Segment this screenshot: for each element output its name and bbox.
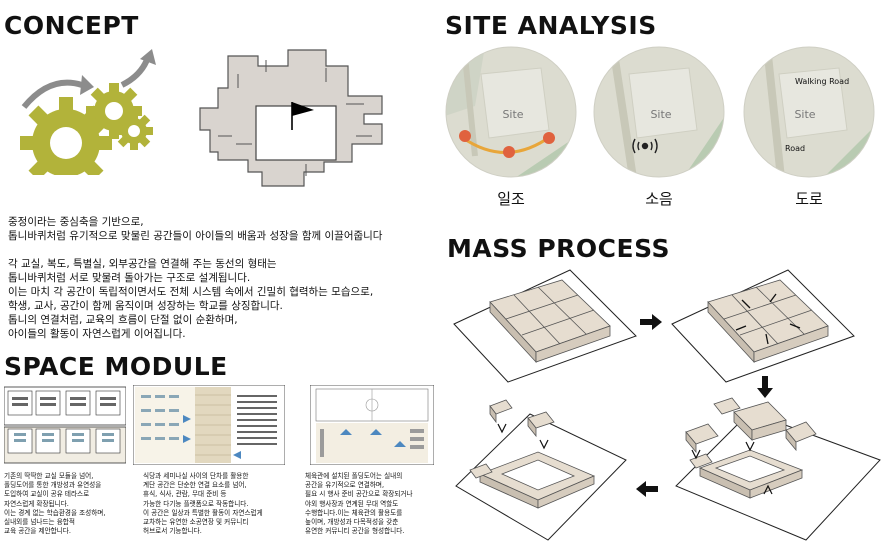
mass-final: [469, 451, 596, 509]
mass-block-grid: [707, 279, 829, 364]
text-line: 가능한 다기능 플랫폼으로 작동합니다.: [143, 499, 249, 508]
text-line: 수행합니다.이는 체육관의 활용도를: [305, 508, 403, 517]
caption-road: 도로: [795, 190, 823, 208]
curved-arrow-icon: [21, 79, 83, 109]
text-line: 이 공간은 일상과 특별한 활동이 자연스럽게: [143, 508, 263, 517]
text-line: 폴딩도어를 통한 개방성과 유연성을: [4, 481, 102, 490]
flow-arrows-icon: [183, 415, 241, 459]
floating-blocks: [489, 399, 555, 438]
sun-dot: [543, 132, 555, 144]
site-label: Site: [794, 108, 815, 121]
arrow-down-icon: [757, 376, 773, 398]
site-label: Site: [650, 108, 671, 121]
concept-plan-diagram: [199, 49, 383, 187]
text-line: 식당과 세미나실 사이의 단차를 활용한: [143, 472, 249, 480]
text-line: 유연한 커뮤니티 공간을 형성합니다.: [305, 527, 405, 536]
concept-title: CONCEPT: [4, 11, 139, 40]
walking-road-label: Walking Road: [795, 77, 849, 86]
text-line: 야외 행사장과 연계된 무대 역할도: [305, 499, 399, 508]
assembly-arrows-icon: [691, 441, 773, 495]
sun-dot: [459, 130, 471, 142]
text-line: 교차하는 유연한 소공연장 및 커뮤니티: [143, 518, 249, 527]
caption-sun: 일조: [497, 190, 525, 208]
site-map-road: Walking Road Road Site: [743, 46, 875, 178]
text-line: 이는 마치 각 공간이 독립적이면서도 전체 시스템 속에서 긴밀히 협력하는 …: [8, 286, 374, 298]
arrow-right-icon: [640, 314, 662, 330]
concept-paragraph-2: 각 교실, 복도, 특별실, 외부공간을 연결해 주는 동선의 형태는 톱니바퀴…: [8, 257, 373, 341]
arrow-left-icon: [636, 481, 658, 497]
noise-icon: [632, 138, 658, 154]
text-line: 휴식, 식사, 관람, 무대 준비 등: [143, 490, 227, 499]
text-line: 실내외를 넘나드는 융합적: [4, 518, 75, 527]
sun-dot: [503, 146, 515, 158]
module-text-1: 기존의 딱딱한 교실 모듈을 넘어, 폴딩도어를 통한 개방성과 유연성을 도입…: [4, 472, 105, 536]
expand-arrows-icon: [735, 293, 801, 345]
text-line: 아이들의 활동이 자연스럽게 이어집니다.: [8, 328, 186, 340]
flow-arrows-icon: [340, 429, 406, 447]
text-line: 이는 경계 없는 학습환경을 조성하며,: [4, 508, 106, 517]
gear-icon: [115, 112, 153, 150]
text-line: 학생, 교사, 공간이 함께 움직이며 성장하는 학교를 상징합니다.: [8, 300, 283, 312]
caption-noise: 소음: [645, 190, 673, 208]
gear-icon: [20, 97, 112, 175]
module-text-2: 식당과 세미나실 사이의 단차를 활용한 계단 공간은 단순한 연결 요소를 넘…: [143, 472, 263, 536]
text-line: 톱니바퀴처럼 서로 맞물려 돌아가는 구조로 설계됩니다.: [8, 272, 251, 284]
site-map-sun: Site: [445, 46, 577, 178]
text-line: 허브로서 기능합니다.: [143, 527, 202, 536]
text-line: 톱니의 연결처럼, 교육의 흐름이 단절 없이 순환하며,: [8, 314, 238, 326]
mass-process-title: MASS PROCESS: [447, 234, 670, 263]
mass-block-grid: [489, 279, 611, 364]
text-line: 교육 공간을 제안합니다.: [4, 527, 71, 536]
text-line: 공간을 유기적으로 연결하며,: [305, 481, 385, 490]
gym-module-plan: [310, 385, 434, 465]
site-analysis-title: SITE ANALYSIS: [445, 11, 657, 40]
concept-paragraph-1: 중정이라는 중심축을 기반으로, 톱니바퀴처럼 유기적으로 맞물린 공간들이 아…: [8, 215, 382, 243]
text-line: 필요 시 행사 준비 공간으로 확장되거나: [305, 490, 413, 499]
text-line: 중정이라는 중심축을 기반으로,: [8, 216, 144, 228]
curved-arrow-icon: [120, 55, 151, 88]
site-map-noise: Site: [593, 46, 725, 178]
stair-module-plan: [133, 385, 285, 465]
module-text-3: 체육관에 설치된 폴딩도어는 실내의 공간을 유기적으로 연결하며, 필요 시 …: [305, 472, 413, 536]
text-line: 체육관에 설치된 폴딩도어는 실내의: [305, 472, 403, 480]
mass-process-diagram: [453, 269, 881, 541]
gears-diagram: [20, 49, 156, 175]
text-line: 톱니바퀴처럼 유기적으로 맞물린 공간들이 아이들의 배움과 성장을 함께 이끌…: [8, 230, 383, 242]
text-line: 각 교실, 복도, 특별실, 외부공간을 연결해 주는 동선의 형태는: [8, 258, 277, 270]
text-line: 높이며, 개방성과 다목적성을 갖춘: [305, 518, 399, 527]
text-line: 자연스럽게 확장됩니다.: [4, 499, 69, 508]
road-label: Road: [785, 144, 805, 153]
space-module-title: SPACE MODULE: [4, 352, 228, 381]
mass-blocks-exploded: [685, 397, 817, 499]
site-label: Site: [502, 108, 523, 121]
down-arrows-icon: [497, 423, 549, 450]
text-line: 계단 공간은 단순한 연결 요소를 넘어,: [143, 481, 247, 490]
text-line: 기존의 딱딱한 교실 모듈을 넘어,: [4, 472, 94, 480]
classroom-module-plan: [4, 386, 126, 464]
text-line: 도입하여 교실이 공유 테라스로: [4, 490, 90, 499]
